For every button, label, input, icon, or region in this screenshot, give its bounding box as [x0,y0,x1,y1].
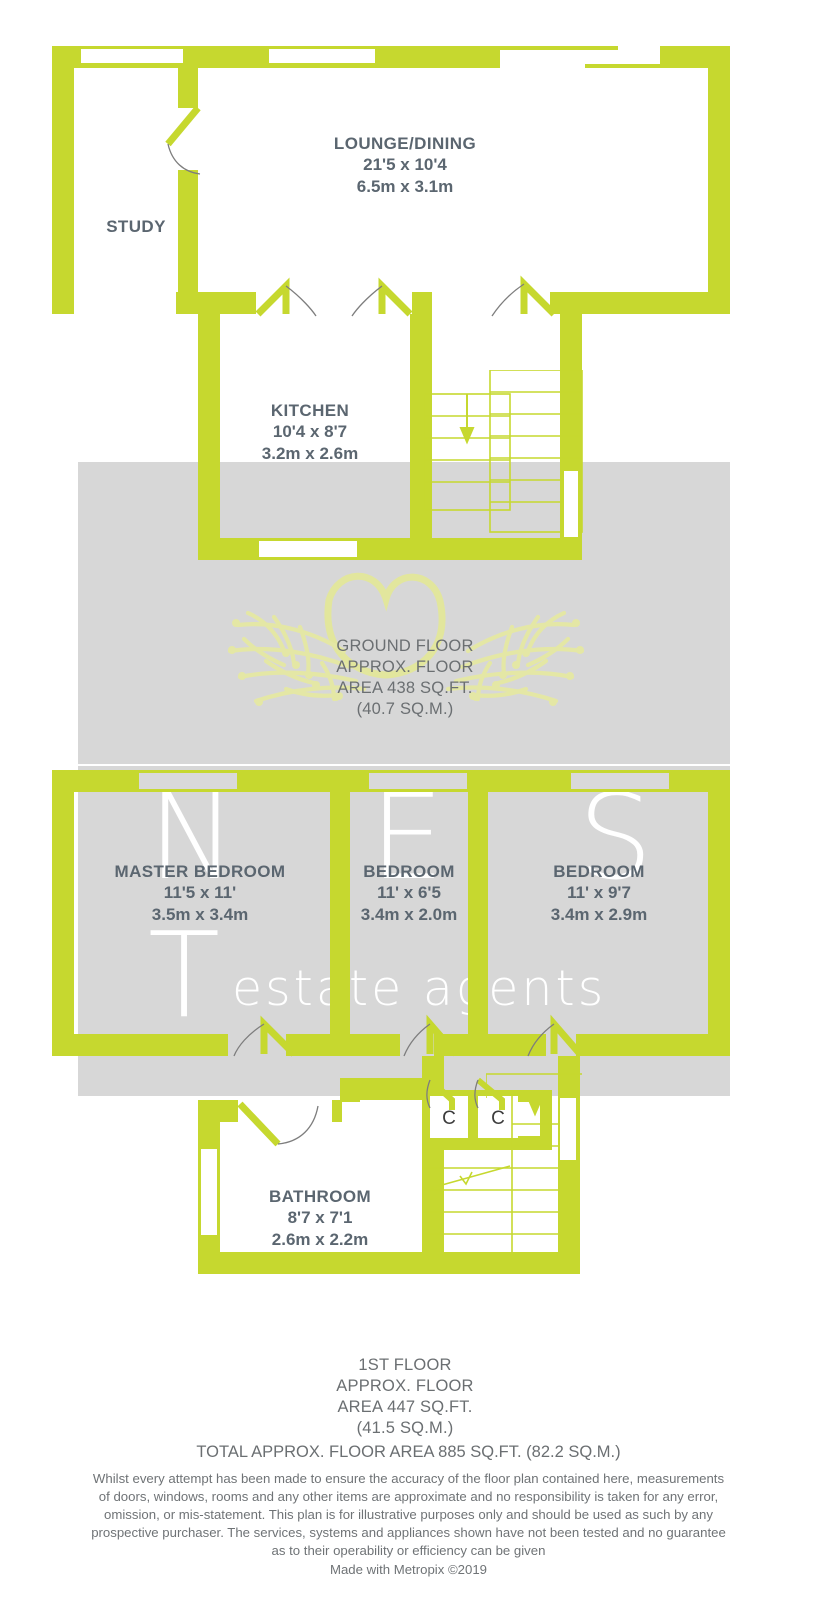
ff-door-bed2-swing [403,1014,459,1057]
gf-stair-side-slot [563,470,579,538]
gf-caption-line-2: APPROX. FLOOR [336,658,474,677]
gf-kitchen-metric: 3.2m x 2.6m [261,443,359,463]
ff-wall-bottom-left [52,1034,400,1056]
ff-bed3-metric: 3.4m x 2.9m [550,904,648,924]
disclaimer-line-2: of doors, windows, rooms and any other i… [98,1489,719,1504]
bath-door-swing [237,1101,319,1147]
ff-caption-line-2: APPROX. FLOOR [336,1377,474,1396]
gf-window-study-front [80,48,184,64]
brand-watermark-tagline: estate agents [232,960,607,1017]
gf-lounge-metric: 6.5m x 3.1m [356,176,454,196]
ff-caption-line-4: (41.5 SQ.M.) [356,1419,454,1438]
ff-bathroom-metric: 2.6m x 2.2m [271,1229,369,1249]
gf-wall-right-outer [708,46,730,314]
ff-staircase [423,1096,558,1252]
cupboard-divider [466,1090,478,1150]
ff-master-name: MASTER BEDROOM [114,862,286,881]
ff-door-master-opening [228,1034,286,1056]
gf-opening-kitchen [256,292,412,314]
first-floor-area-caption: 1ST FLOOR APPROX. FLOOR AREA 447 SQ.FT. … [255,1355,555,1439]
cupboard-1-label: C [442,1108,456,1129]
gf-wall-kitchen-left [198,292,220,560]
ff-bed3-name: BEDROOM [553,862,645,881]
ff-wall-right-outer [708,770,730,1056]
disclaimer-line-1: Whilst every attempt has been made to en… [92,1471,725,1486]
bath-wall-bottom [198,1252,580,1274]
ground-floor-area-caption: GROUND FLOOR APPROX. FLOOR AREA 438 SQ.F… [255,636,555,720]
ff-wall-master-divider [330,770,350,1056]
gf-door-kitchen-double-swing [255,277,413,317]
ff-master-imperial: 11'5 x 11' [163,883,237,903]
ff-window-bed3 [570,772,670,790]
ground-floor-shade-band [78,462,730,764]
gf-study-name: STUDY [106,217,166,236]
gf-caption-line-4: (40.7 SQ.M.) [356,700,454,719]
bath-wall-top-step [340,1078,424,1100]
ff-window-master [138,772,238,790]
ff-stair-top-rail [486,1073,582,1098]
disclaimer-line-4: prospective purchaser. The services, sys… [91,1525,726,1540]
bath-door-opening [238,1100,332,1122]
gf-caption-line-1: GROUND FLOOR [336,637,474,655]
total-floor-area: TOTAL APPROX. FLOOR AREA 885 SQ.FT. (82.… [196,1443,621,1461]
metropix-credit: Made with Metropix ©2019 [329,1562,488,1577]
cupboard-right-edge [540,1090,552,1150]
ff-door-bed3-swing [527,1014,583,1057]
ff-bed2-imperial: 11' x 6'5 [377,883,441,903]
gf-bay-window-upper-line [500,46,618,50]
disclaimer-line-3: omission, or mis-statement. This plan is… [104,1507,713,1522]
ff-room-label-bed3: BEDROOM 11' x 9'7 3.4m x 2.9m [490,861,708,925]
gf-bay-window-lower-line [585,64,675,68]
gf-lounge-name: LOUNGE/DINING [333,134,477,153]
ff-bed3-imperial: 11' x 9'7 [567,883,631,903]
gf-lounge-imperial: 21'5 x 10'4 [363,155,447,175]
disclaimer-line-5: as to their operability or efficiency ca… [271,1543,546,1558]
ff-door-master-swing [233,1015,297,1057]
ff-bathroom-imperial: 8'7 x 7'1 [287,1208,353,1228]
ff-bathroom-name: BATHROOM [268,1187,372,1206]
ff-door-bed2-opening [400,1034,434,1056]
cupboard-1-door-swing [426,1077,455,1110]
ff-wall-bed2-divider [468,770,488,1056]
ff-caption-line-3: AREA 447 SQ.FT. [337,1398,473,1417]
gf-door-hall-swing [491,275,557,317]
gf-room-label-study: STUDY [56,216,216,237]
gf-kitchen-imperial: 10'4 x 8'7 [272,422,348,442]
gf-room-label-lounge: LOUNGE/DINING 21'5 x 10'4 6.5m x 3.1m [240,133,570,197]
gf-wall-study-divider [178,46,198,314]
gf-window-kitchen-rear [258,540,358,558]
bath-wall-step-riser [340,1078,360,1102]
ff-room-label-bed2: BEDROOM 11' x 6'5 3.4m x 2.0m [350,861,468,925]
ff-wall-bottom-right [572,1034,730,1056]
ff-caption-line-1: 1ST FLOOR [358,1356,452,1374]
ff-stair-landing-slot [560,1098,576,1160]
gf-staircase [424,370,583,533]
ff-window-bed2 [368,772,468,790]
gf-window-lounge-front [268,48,376,64]
gf-room-label-kitchen: KITCHEN 10'4 x 8'7 3.2m x 2.6m [200,400,420,464]
gf-kitchen-name: KITCHEN [270,401,350,420]
gf-wall-left-outer [52,46,74,314]
ff-room-label-master: MASTER BEDROOM 11'5 x 11' 3.5m x 3.4m [72,861,328,925]
gf-caption-line-3: AREA 438 SQ.FT. [337,679,473,698]
nest-logo-watermark [226,555,586,730]
ff-bed2-name: BEDROOM [363,862,455,881]
gf-wall-kitchen-right [410,292,432,560]
gf-door-study-swing [165,105,201,175]
ff-room-label-bathroom: BATHROOM 8'7 x 7'1 2.6m x 2.2m [220,1186,420,1250]
bath-window-side [200,1148,218,1236]
ff-master-metric: 3.5m x 3.4m [151,904,249,924]
ff-wall-left-outer [52,770,74,1056]
cupboard-2-label: C [491,1108,505,1129]
ff-bed2-metric: 3.4m x 2.0m [360,904,458,924]
